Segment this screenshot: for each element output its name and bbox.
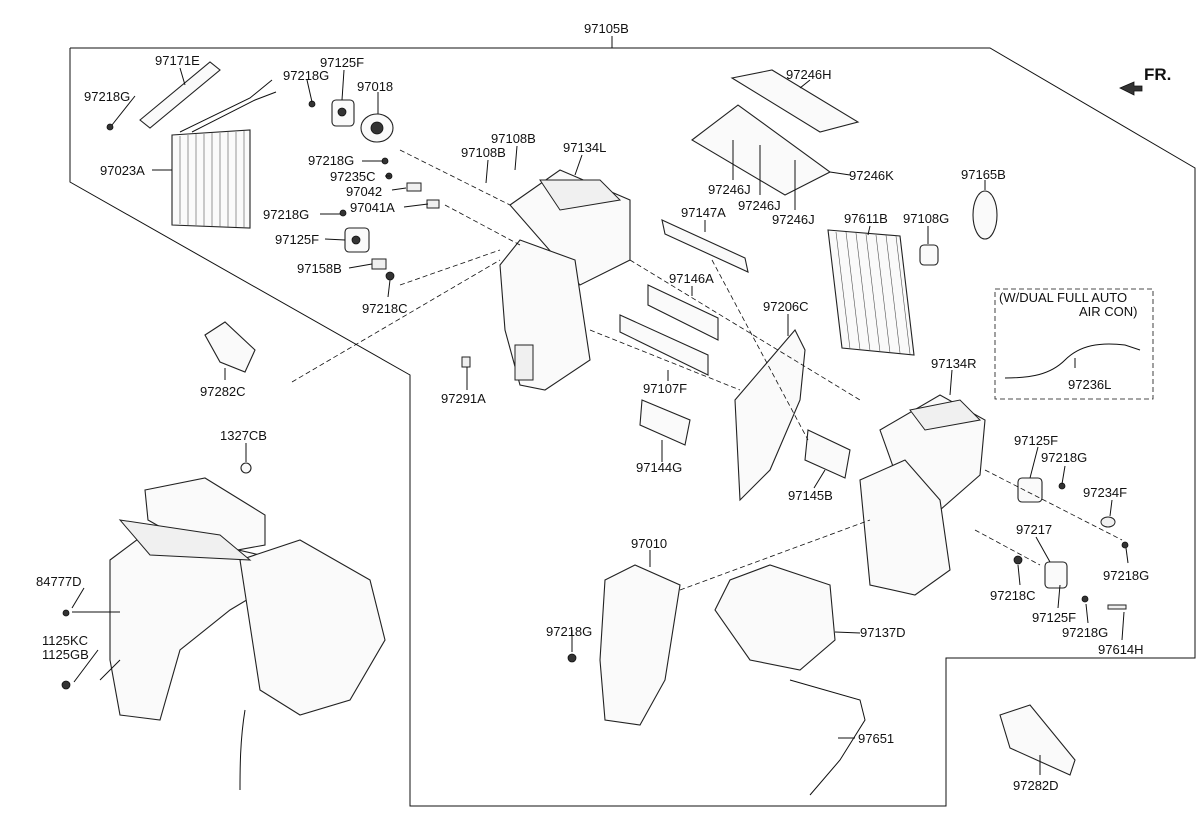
exploded-dashed-lines xyxy=(291,149,1123,591)
label-97165B: 97165B xyxy=(961,167,1006,182)
screw-97218G-duct xyxy=(567,653,577,663)
label-97206C: 97206C xyxy=(763,299,809,314)
front-direction-arrow-icon xyxy=(1119,81,1143,96)
actuator-97125F-mid xyxy=(344,227,370,253)
label-97218G: 97218G xyxy=(263,207,309,222)
label-97218C: 97218C xyxy=(990,588,1036,603)
case-left-97134L xyxy=(499,169,631,391)
label-97218G: 97218G xyxy=(283,68,329,83)
label-97105B: 97105B xyxy=(584,21,629,36)
label-1125KC: 1125KC xyxy=(42,633,88,648)
drain-hose-97651 xyxy=(789,679,866,796)
label-97108B: 97108B xyxy=(461,145,506,160)
door-97147A xyxy=(661,219,749,273)
label-97144G: 97144G xyxy=(636,460,682,475)
clip-97291A xyxy=(461,356,471,368)
screw-1125KC xyxy=(61,680,71,690)
label-97125F: 97125F xyxy=(1032,610,1076,625)
label-97041A: 97041A xyxy=(350,200,395,215)
duct-97282D xyxy=(999,704,1076,776)
label-84777D: 84777D xyxy=(36,574,82,589)
label-97246J: 97246J xyxy=(772,212,815,227)
door-97144G xyxy=(639,399,691,446)
label-97108G: 97108G xyxy=(903,211,949,226)
label-97218G: 97218G xyxy=(84,89,130,104)
label-97134L: 97134L xyxy=(563,140,606,155)
label-97108B: 97108B xyxy=(491,131,536,146)
label-97042: 97042 xyxy=(346,184,382,199)
front-direction-label: FR. xyxy=(1144,65,1171,84)
hvac-full-assembly xyxy=(109,477,386,791)
door-97107F xyxy=(619,314,709,376)
label-leader-lines xyxy=(71,67,1129,775)
label-97218G: 97218G xyxy=(1103,568,1149,583)
label-97218G: 97218G xyxy=(1062,625,1108,640)
label-97137D: 97137D xyxy=(860,625,906,640)
label-97614H: 97614H xyxy=(1098,642,1144,657)
label-97018: 97018 xyxy=(357,79,393,94)
assembly-boundary xyxy=(69,47,1196,807)
note-line2: AIR CON) xyxy=(1079,304,1138,319)
label-97282D: 97282D xyxy=(1013,778,1059,793)
note-line1: (W/DUAL FULL AUTO xyxy=(999,290,1127,305)
label-97611B: 97611B xyxy=(844,211,888,226)
label-97218C: 97218C xyxy=(362,301,408,316)
label-97246H: 97246H xyxy=(786,67,832,82)
clip-97108G xyxy=(919,244,939,266)
label-97651: 97651 xyxy=(858,731,894,746)
label-97158B: 97158B xyxy=(297,261,342,276)
duct-97010 xyxy=(599,564,681,726)
nut-1327CB xyxy=(240,462,252,474)
blower-motor-97018 xyxy=(360,113,394,143)
label-97107F: 97107F xyxy=(643,381,687,396)
lower-case-97137D xyxy=(714,564,836,671)
door-97146A xyxy=(647,284,719,341)
label-97010: 97010 xyxy=(631,536,667,551)
label-97125F: 97125F xyxy=(1014,433,1058,448)
label-97134R: 97134R xyxy=(931,356,977,371)
label-97145B: 97145B xyxy=(788,488,833,503)
hose-97236L xyxy=(1004,343,1141,379)
label-97218G: 97218G xyxy=(308,153,354,168)
label-97171E: 97171E xyxy=(155,53,200,68)
label-1327CB: 1327CB xyxy=(220,428,267,443)
label-97218G: 97218G xyxy=(546,624,592,639)
label-97023A: 97023A xyxy=(100,163,145,178)
door-97145B xyxy=(804,429,851,479)
label-97125F: 97125F xyxy=(320,55,364,70)
label-97235C: 97235C xyxy=(330,169,376,184)
duct-97282C xyxy=(204,321,256,373)
label-1125GB: 1125GB xyxy=(42,647,89,662)
actuator-97125F-top xyxy=(331,99,355,127)
label-97246K: 97246K xyxy=(849,168,894,183)
filter-frames xyxy=(691,69,860,196)
label-97146A: 97146A xyxy=(669,271,714,286)
grommet-97165B xyxy=(972,190,998,240)
heater-core xyxy=(139,61,277,229)
label-97234F: 97234F xyxy=(1083,485,1127,500)
label-97217: 97217 xyxy=(1016,522,1052,537)
case-right-97134R xyxy=(859,394,986,596)
screw-84777D xyxy=(62,609,70,617)
label-97218G: 97218G xyxy=(1041,450,1087,465)
label-97125F: 97125F xyxy=(275,232,319,247)
dual-auto-aircon-box xyxy=(994,288,1154,400)
label-97246J: 97246J xyxy=(738,198,781,213)
label-97236L: 97236L xyxy=(1068,377,1111,392)
actuators-right xyxy=(1013,477,1129,610)
center-plate-97206C xyxy=(734,329,806,502)
label-97291A: 97291A xyxy=(441,391,486,406)
label-97246J: 97246J xyxy=(708,182,751,197)
label-97147A: 97147A xyxy=(681,205,726,220)
label-97282C: 97282C xyxy=(200,384,246,399)
cabin-filter-97611B xyxy=(827,229,915,356)
